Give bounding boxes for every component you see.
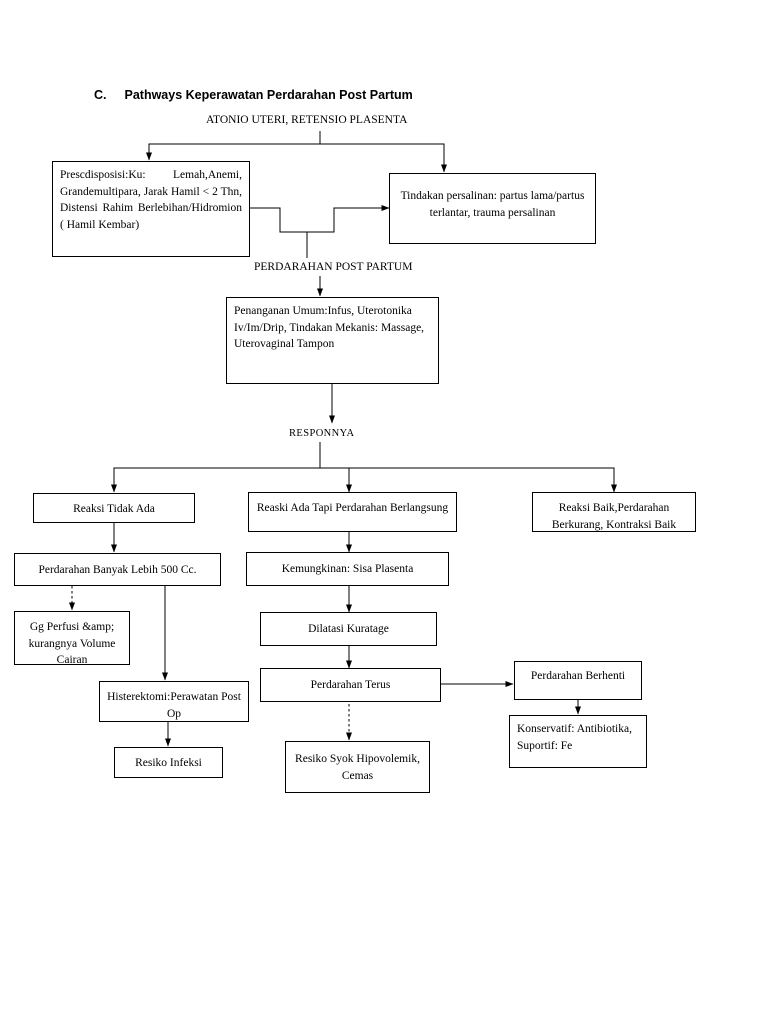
node-kemungkinan-sisa-plasenta[interactable]: Kemungkinan: Sisa Plasenta — [246, 552, 449, 586]
node-reaksi-baik[interactable]: Reaksi Baik,Perdarahan Berkurang, Kontra… — [532, 492, 696, 532]
node-perdarahan-banyak[interactable]: Perdarahan Banyak Lebih 500 Cc. — [14, 553, 221, 586]
node-perdarahan-berhenti[interactable]: Perdarahan Berhenti — [514, 661, 642, 700]
label-perdarahan-post-partum: PERDARAHAN POST PARTUM — [254, 261, 413, 273]
node-reaksi-ada-tapi[interactable]: Reaski Ada Tapi Perdarahan Berlangsung — [248, 492, 457, 532]
node-resiko-syok[interactable]: Resiko Syok Hipovolemik, Cemas — [285, 741, 430, 793]
node-resiko-infeksi[interactable]: Resiko Infeksi — [114, 747, 223, 778]
label-top-source: ATONIO UTERI, RETENSIO PLASENTA — [206, 114, 408, 126]
node-reaksi-tidak-ada[interactable]: Reaksi Tidak Ada — [33, 493, 195, 523]
node-konservatif[interactable]: Konservatif: Antibiotika, Suportif: Fe — [509, 715, 647, 768]
label-responnya: RESPONNYA — [289, 428, 355, 439]
node-gg-perfusi[interactable]: Gg Perfusi &amp; kurangnya Volume Cairan — [14, 611, 130, 666]
node-perdarahan-terus[interactable]: Perdarahan Terus — [260, 668, 441, 702]
node-penanganan-umum[interactable]: Penanganan Umum:Infus, Uterotonika Iv/Im… — [226, 297, 439, 384]
node-tindakan-persalinan[interactable]: Tindakan persalinan: partus lama/partus … — [389, 173, 596, 244]
node-histerektomi[interactable]: Histerektomi:Perawatan Post Op — [99, 681, 249, 722]
page-title-text: Pathways Keperawatan Perdarahan Post Par… — [124, 88, 413, 102]
page-title: C. Pathways Keperawatan Perdarahan Post P… — [94, 88, 413, 102]
page-title-letter: C. — [94, 88, 107, 102]
node-predisposisi[interactable]: Prescdisposisi:Ku: Lemah,Anemi, Grandemu… — [52, 161, 250, 257]
node-dilatasi-kuratage[interactable]: Dilatasi Kuratage — [260, 612, 437, 646]
